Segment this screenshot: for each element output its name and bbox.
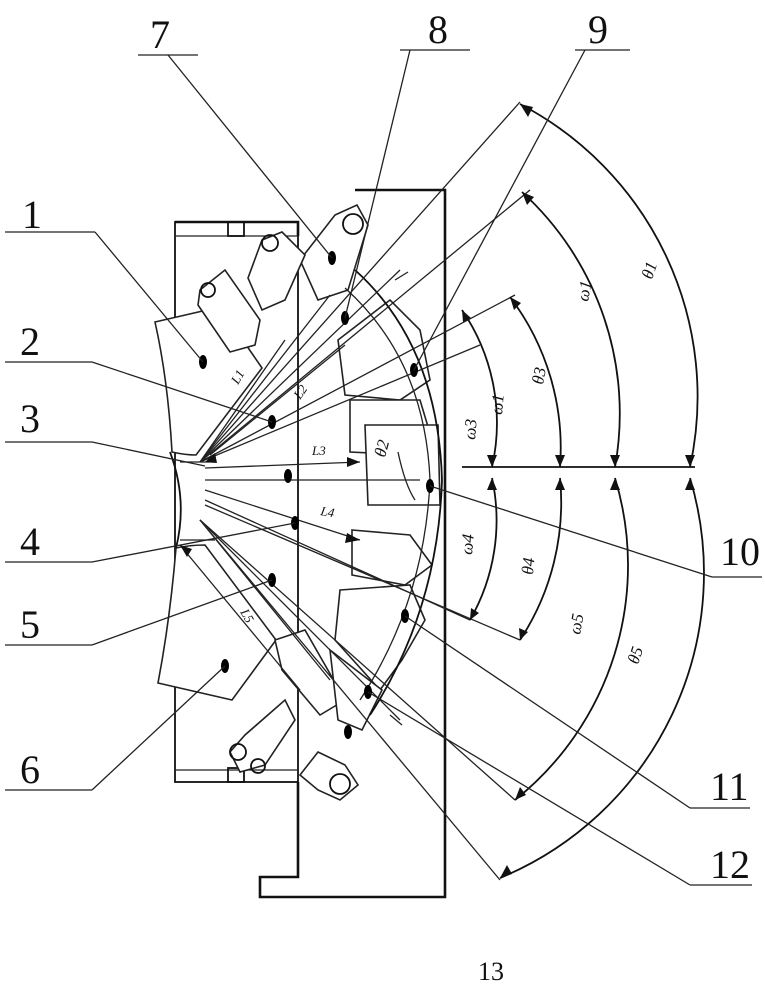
callout-11: 11 bbox=[710, 764, 749, 809]
callout-2: 2 bbox=[20, 319, 40, 364]
symbol-theta5: θ5 bbox=[624, 644, 647, 666]
callout-8: 8 bbox=[428, 7, 448, 52]
symbol-l2: L2 bbox=[290, 381, 311, 402]
callout-3: 3 bbox=[20, 396, 40, 441]
symbol-omega3: ω3 bbox=[460, 418, 481, 440]
callout-6: 6 bbox=[20, 747, 40, 792]
leader-lines bbox=[5, 49, 762, 886]
callout-1: 1 bbox=[22, 192, 42, 237]
symbol-theta2: θ2 bbox=[371, 437, 394, 459]
symbol-omega4: ω4 bbox=[457, 533, 478, 556]
callout-4: 4 bbox=[20, 519, 40, 564]
radial-lines bbox=[179, 101, 531, 881]
symbol-l5: L5 bbox=[237, 605, 258, 626]
symbol-l4: L4 bbox=[318, 503, 336, 520]
figure-number: 13 bbox=[478, 957, 504, 986]
symbol-omega1: ω1 bbox=[573, 279, 595, 303]
symbol-omega1-inner: ω1 bbox=[487, 393, 508, 415]
callout-7: 7 bbox=[150, 12, 170, 57]
callout-10: 10 bbox=[720, 529, 760, 574]
symbol-theta3: θ3 bbox=[528, 366, 550, 386]
base-frame bbox=[174, 188, 447, 899]
symbol-l3: L3 bbox=[311, 443, 326, 458]
symbol-theta4: θ4 bbox=[518, 556, 538, 575]
callout-numbers: 1 2 3 4 5 6 7 8 9 10 11 12 bbox=[20, 7, 760, 887]
symbol-omega5: ω5 bbox=[565, 612, 587, 636]
left-blocks bbox=[154, 306, 277, 701]
dimension-arcs bbox=[397, 103, 705, 879]
arrow-heads bbox=[180, 104, 695, 878]
radial-slides bbox=[328, 269, 443, 732]
symbol-theta1: θ1 bbox=[638, 259, 661, 281]
pin-dots bbox=[199, 251, 434, 739]
dimension-symbols: L1 L2 L3 L4 L5 θ1 ω1 θ3 ω3 ω1 θ2 ω4 θ4 ω… bbox=[227, 259, 661, 666]
callout-9: 9 bbox=[588, 7, 608, 52]
callout-12: 12 bbox=[710, 842, 750, 887]
symbol-l1: L1 bbox=[227, 367, 247, 387]
callout-5: 5 bbox=[20, 602, 40, 647]
